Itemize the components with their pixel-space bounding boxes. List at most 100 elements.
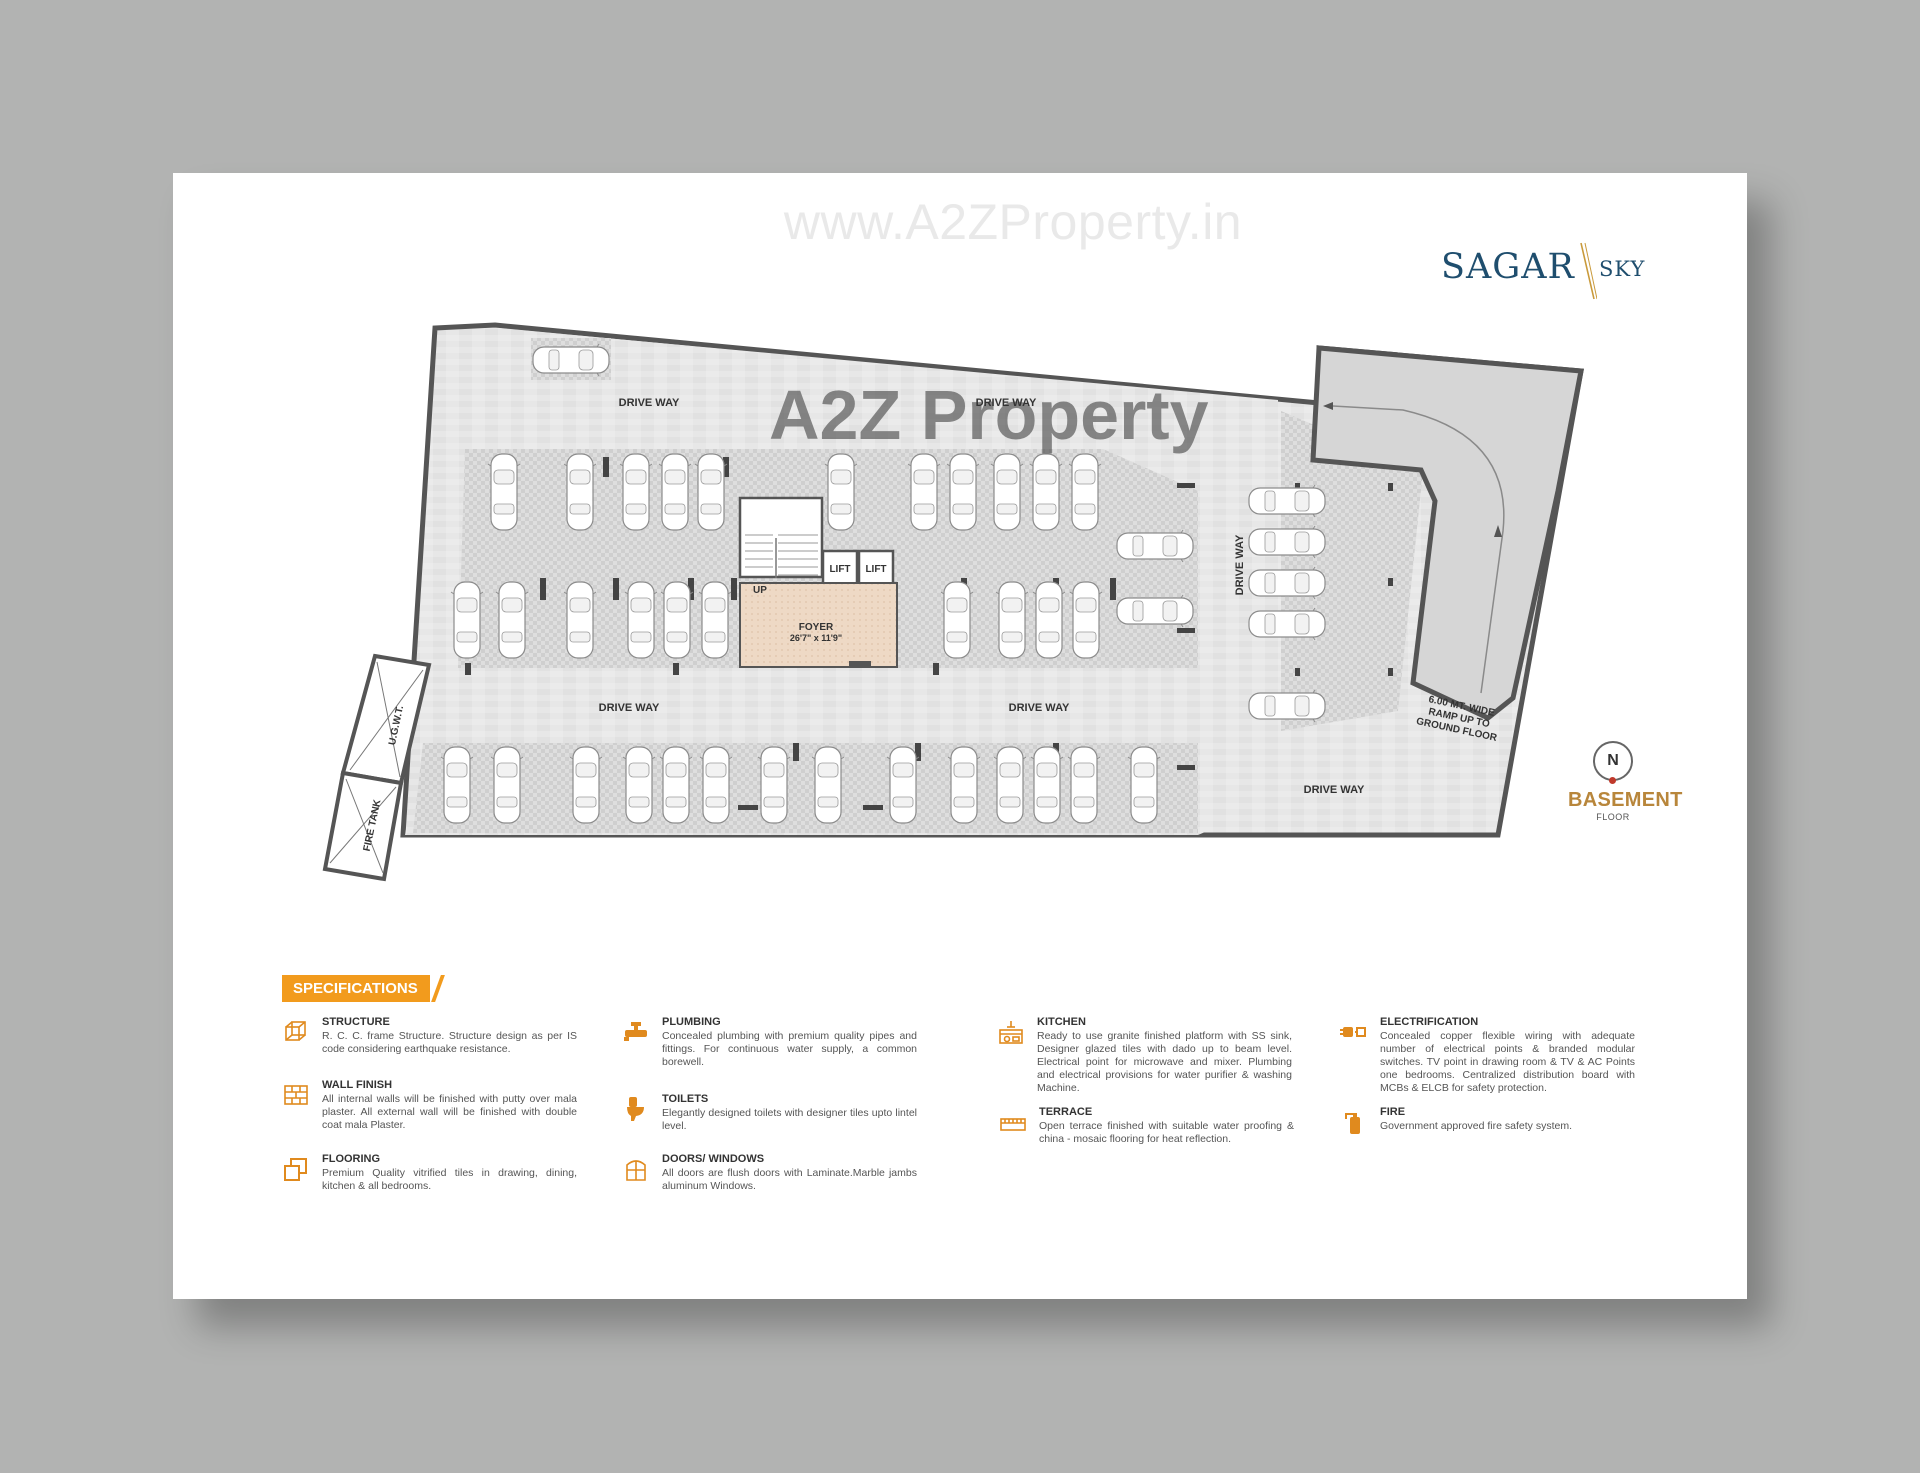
spec-wall-finish: WALL FINISH All internal walls will be f…	[284, 1079, 577, 1132]
foyer	[739, 582, 898, 668]
faucet-icon	[624, 1022, 647, 1041]
car	[811, 746, 845, 824]
car	[995, 581, 1029, 659]
driveway-label-sw: DRIVE WAY	[599, 702, 660, 714]
floor-sub: FLOOR	[1596, 812, 1630, 822]
spec-fire: FIRE Government approved fire safety sys…	[1345, 1106, 1635, 1134]
spec-title: FIRE	[1380, 1106, 1406, 1118]
spec-title: WALL FINISH	[322, 1079, 393, 1091]
spec-electrification: ELECTRIFICATION Concealed copper flexibl…	[1340, 1016, 1635, 1095]
lift-2	[857, 549, 895, 587]
spec-title: KITCHEN	[1037, 1016, 1086, 1028]
stair-treads	[745, 534, 818, 578]
car	[658, 453, 692, 531]
spec-title: DOORS/ WINDOWS	[662, 1153, 765, 1165]
lift-label-2: LIFT	[865, 564, 886, 575]
car	[660, 581, 694, 659]
spec-title: TERRACE	[1039, 1106, 1093, 1118]
car	[487, 453, 521, 531]
car	[946, 453, 980, 531]
foyer-door	[849, 661, 871, 667]
watermark-url: www.A2ZProperty.in	[783, 194, 1243, 250]
lift-label-1: LIFT	[829, 564, 850, 575]
car	[1248, 484, 1326, 518]
car	[1116, 529, 1194, 563]
car	[1068, 453, 1102, 531]
car	[440, 746, 474, 824]
terrace-icon	[1000, 1118, 1026, 1131]
car	[824, 453, 858, 531]
spec-text: Elegantly designed toilets with designer…	[662, 1107, 917, 1132]
ramp-arrow-head-1	[1323, 402, 1333, 410]
spec-kitchen: KITCHEN Ready to use granite finished pl…	[999, 1016, 1292, 1095]
car	[1116, 594, 1194, 628]
car	[1248, 566, 1326, 600]
spec-text: Premium Quality vitrified tiles in drawi…	[322, 1167, 577, 1192]
driveway-label-s: DRIVE WAY	[1009, 702, 1070, 714]
car	[757, 746, 791, 824]
door-window-icon	[626, 1160, 646, 1181]
driveway-label-n: DRIVE WAY	[976, 397, 1037, 409]
spec-text: Ready to use granite finished platform w…	[1037, 1030, 1292, 1094]
car	[624, 581, 658, 659]
car	[698, 581, 732, 659]
structure-icon	[285, 1021, 306, 1041]
kitchen-icon	[999, 1021, 1023, 1044]
car	[450, 581, 484, 659]
car	[622, 746, 656, 824]
logo-sub: SKY	[1599, 257, 1646, 281]
fire-extinguisher-icon	[1345, 1113, 1360, 1134]
north-icon: N	[1593, 741, 1633, 784]
fire-tank	[322, 770, 404, 882]
spec-text: R. C. C. frame Structure. Structure desi…	[322, 1030, 577, 1055]
spec-terrace: TERRACE Open terrace finished with suita…	[1000, 1106, 1294, 1146]
car	[1069, 581, 1103, 659]
car	[1127, 746, 1161, 824]
stair-up-label: UP	[753, 585, 767, 596]
logo-brand: SAGAR	[1441, 247, 1575, 287]
spec-flooring: FLOORING Premium Quality vitrified tiles…	[284, 1153, 577, 1193]
spec-structure: STRUCTURE R. C. C. frame Structure. Stru…	[285, 1016, 577, 1056]
driveway-label-e: DRIVE WAY	[1234, 534, 1246, 595]
car	[907, 453, 941, 531]
spec-text: Government approved fire safety system.	[1380, 1120, 1572, 1132]
spec-text: All internal walls will be finished with…	[322, 1093, 577, 1131]
car	[563, 453, 597, 531]
basement-floor-plan: A2Z Property DRIVE WAY DRIVE WAY DRIVE W…	[322, 322, 1584, 882]
watermark-logo: A2Z Property	[769, 376, 1209, 454]
car	[699, 746, 733, 824]
foyer-label: FOYER	[799, 622, 834, 633]
north-compass: N BASEMENT FLOOR	[1568, 741, 1682, 822]
sagar-sky-logo: SAGAR SKY	[1441, 241, 1661, 301]
car	[1248, 525, 1326, 559]
brochure-sheet: www.A2ZProperty.in SAGAR SKY	[173, 173, 1747, 1299]
pillars	[465, 457, 1393, 810]
car	[619, 453, 653, 531]
car	[1029, 453, 1063, 531]
spec-title: ELECTRIFICATION	[1380, 1016, 1479, 1028]
car	[495, 581, 529, 659]
car	[940, 581, 974, 659]
spec-toilets: TOILETS Elegantly designed toilets with …	[627, 1093, 917, 1133]
car	[990, 453, 1024, 531]
spec-doors-windows: DOORS/ WINDOWS All doors are flush doors…	[626, 1153, 917, 1193]
spec-title: FLOORING	[322, 1153, 381, 1165]
car	[1032, 581, 1066, 659]
logo-slash-icon	[1580, 242, 1597, 300]
car	[694, 453, 728, 531]
car	[947, 746, 981, 824]
floor-tiles-icon	[284, 1158, 307, 1181]
car	[569, 746, 603, 824]
car	[532, 343, 610, 377]
spec-text: Concealed copper flexible wiring with ad…	[1380, 1030, 1635, 1094]
car	[1030, 746, 1064, 824]
plug-icon	[1340, 1027, 1366, 1037]
car	[659, 746, 693, 824]
spec-text: All doors are flush doors with Laminate.…	[662, 1167, 917, 1192]
driveway-label-se: DRIVE WAY	[1304, 784, 1365, 796]
toilet-icon	[627, 1097, 644, 1121]
driveway-label-nw: DRIVE WAY	[619, 397, 680, 409]
spec-text: Open terrace finished with suitable wate…	[1039, 1120, 1294, 1145]
spec-title: TOILETS	[662, 1093, 709, 1105]
spec-plumbing: PLUMBING Concealed plumbing with premium…	[624, 1016, 917, 1069]
